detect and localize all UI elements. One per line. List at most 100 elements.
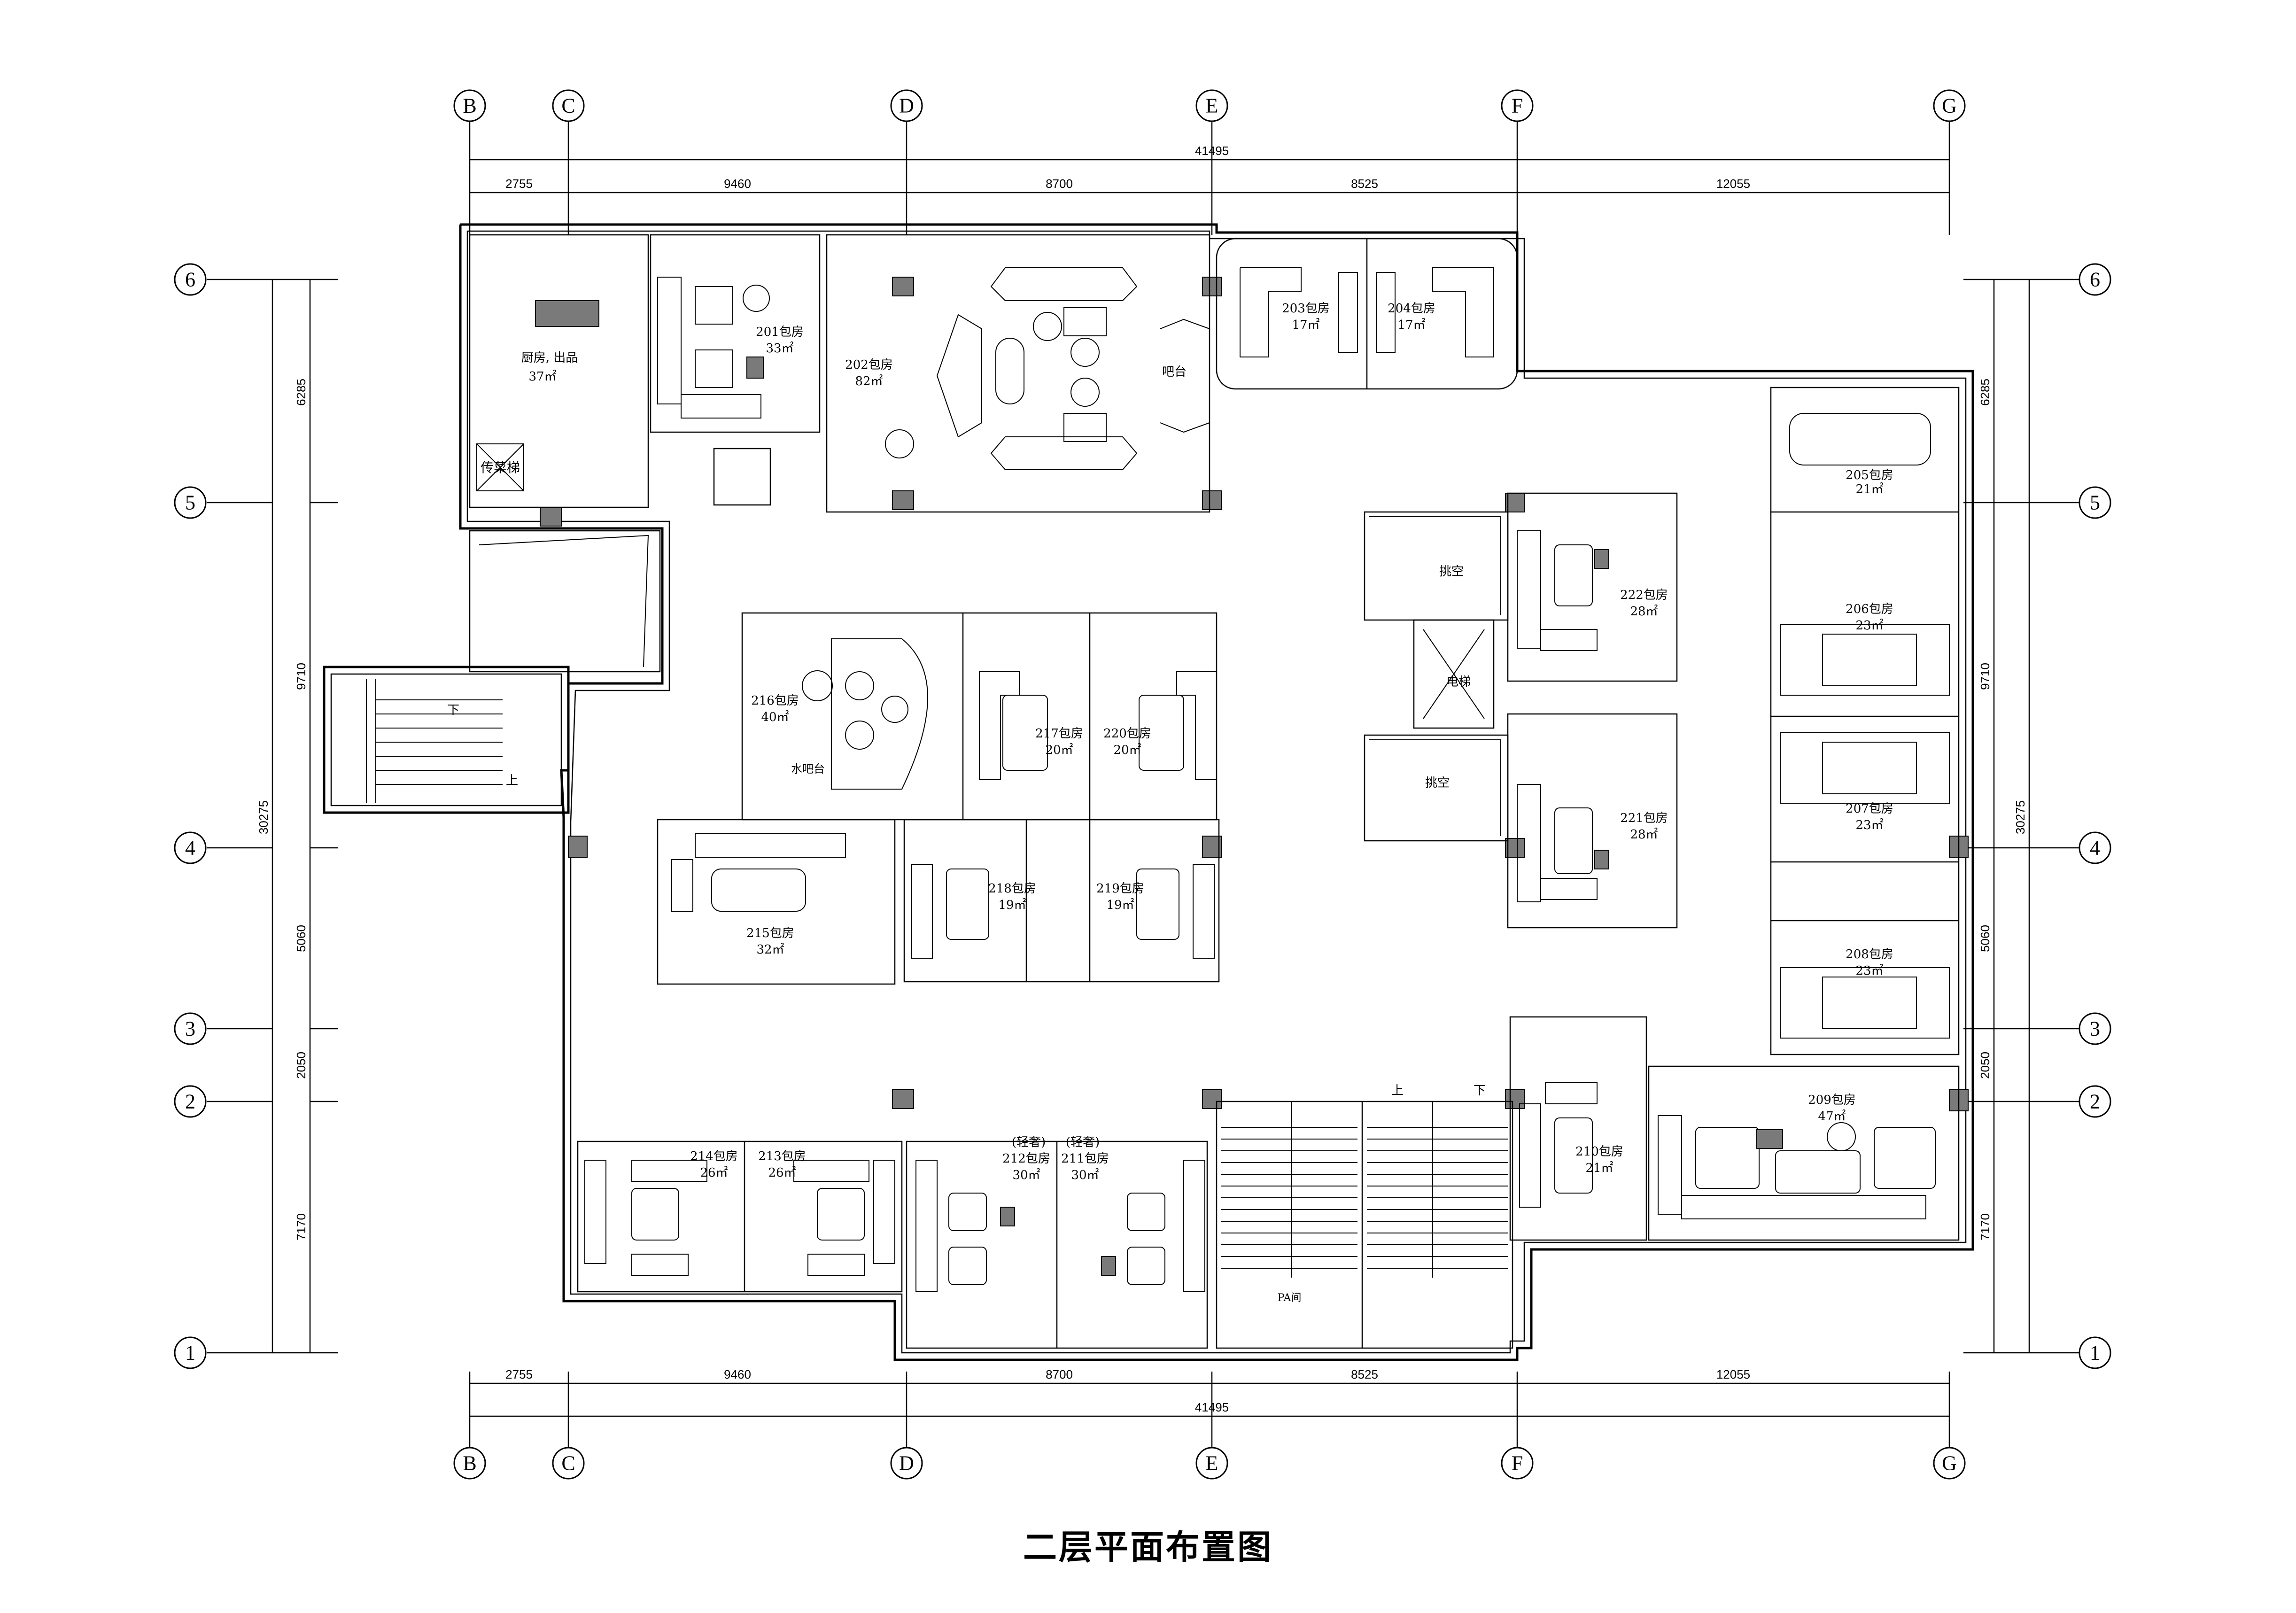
svg-text:9710: 9710 [1978,663,1992,690]
svg-text:6: 6 [2090,268,2100,291]
room-202-name: 202包房 [845,358,893,372]
axis-bubble-top-4: F [1501,89,1534,122]
room-211-area: 30㎡ [1071,1168,1099,1182]
room-201-area: 33㎡ [766,341,793,356]
room-222-area: 28㎡ [1630,605,1658,619]
dimensions-top: 41495 2755 9460 8700 8525 12055 [470,144,1949,194]
svg-text:5060: 5060 [1978,925,1992,952]
room-216-name: 216包房 [751,694,799,708]
stair-label-down-center: 下 [1474,1084,1486,1098]
svg-text:2: 2 [185,1090,195,1113]
svg-text:5: 5 [2090,491,2100,514]
room-202: 202包房 82㎡ 吧台 [826,234,1210,513]
dumbwaiter-label: 传菜梯 [481,460,520,475]
room-210-area: 21㎡ [1585,1161,1613,1175]
svg-text:6285: 6285 [294,379,308,406]
axis-bubble-top-3: E [1195,89,1228,122]
rooms-203-204: 203包房 17㎡ 204包房 17㎡ [1216,238,1518,390]
exterior-walls: 下 上 [323,223,1974,1361]
room-kitchen-area: 37㎡ [528,370,556,384]
void-label-bottom: 挑空 [1425,776,1450,790]
rooms-211-214: 214包房 26㎡ 213包房 26㎡ (轻奢) 212包房 30㎡ (轻奢) … [577,1135,1208,1349]
axis-bubble-right-0: 6 [2079,263,2111,296]
axis-bubble-top-5: G [1933,89,1966,122]
room-208-name: 208包房 [1846,947,1893,962]
dim-top-total: 41495 [1195,144,1229,158]
svg-text:D: D [899,94,914,117]
dimensions-right: 6285 9710 5060 2050 7170 30275 [1963,279,2104,1354]
axis-bubble-right-1: 5 [2079,486,2111,519]
svg-text:C: C [561,94,575,117]
room-209: 209包房 47㎡ [1648,1065,1960,1241]
pa-room-label: PA间 [1278,1292,1302,1304]
room-203-name: 203包房 [1282,302,1330,316]
room-216-area: 40㎡ [761,710,789,724]
axis-bubble-bottom-4: F [1501,1447,1534,1480]
room-221-name: 221包房 [1620,811,1668,825]
svg-text:G: G [1942,94,1957,117]
axis-bubble-left-3: 3 [174,1012,207,1045]
room-222-name: 222包房 [1620,588,1668,602]
room-201: 201包房 33㎡ [650,234,821,506]
svg-text:6285: 6285 [1978,379,1992,406]
room-208-area: 23㎡ [1855,964,1883,978]
axis-bubble-bottom-5: G [1933,1447,1966,1480]
axis-bubble-left-4: 2 [174,1085,207,1118]
room-219-name: 219包房 [1096,882,1144,896]
room-214-name: 214包房 [690,1149,738,1163]
room-213-name: 213包房 [758,1149,806,1163]
room-212-name: 212包房 [1002,1152,1050,1166]
svg-text:30275: 30275 [256,800,271,834]
axis-bubbles-bottom: B C D E F G [453,1447,1966,1480]
svg-text:1: 1 [2090,1342,2100,1365]
room-219-area: 19㎡ [1106,898,1134,912]
stair-label-up-center: 上 [1391,1084,1404,1098]
room-213-area: 26㎡ [768,1166,796,1180]
dim-top-1: 9460 [724,177,751,191]
axis-bubble-bottom-3: E [1195,1447,1228,1480]
dim-bottom-1: 9460 [724,1367,751,1381]
room-215-name: 215包房 [746,926,794,940]
axis-bubble-top-1: C [552,89,585,122]
bar-label: 吧台 [1162,365,1187,379]
room-218-name: 218包房 [988,882,1036,896]
room-206-area: 23㎡ [1855,619,1883,633]
svg-text:C: C [561,1452,575,1475]
svg-text:F: F [1512,1452,1523,1475]
room-220-name: 220包房 [1103,727,1151,741]
water-bar-label: 水吧台 [791,762,825,775]
axis-bubble-right-2: 4 [2079,831,2111,864]
svg-text:3: 3 [2090,1017,2100,1040]
tag-212: (轻奢) [1012,1135,1046,1149]
dim-top-2: 8700 [1046,177,1073,191]
svg-text:F: F [1512,94,1523,117]
dim-bottom-3: 8525 [1351,1367,1378,1381]
rooms-215-218-219: 215包房 32㎡ 218包房 19㎡ 219包房 19㎡ [657,819,1220,985]
svg-text:4: 4 [2090,837,2100,860]
dim-bottom-4: 12055 [1716,1367,1750,1381]
dim-bottom-2: 8700 [1046,1367,1073,1381]
svg-text:B: B [463,1452,476,1475]
void-and-elevator: 挑空 挑空 电梯 [1364,511,1509,842]
room-209-name: 209包房 [1808,1093,1856,1107]
room-221-area: 28㎡ [1630,828,1658,842]
svg-text:E: E [1206,94,1218,117]
rooms-221-222: 222包房 28㎡ 221包房 28㎡ [1507,492,1678,929]
room-217-name: 217包房 [1035,727,1083,741]
svg-text:7170: 7170 [294,1213,308,1241]
svg-text:2050: 2050 [1978,1052,1992,1079]
structural-columns [540,277,1969,1111]
axis-bubbles-right: 6 5 4 3 2 1 [2079,263,2111,1369]
axis-bubble-bottom-2: D [890,1447,923,1480]
svg-text:4: 4 [185,837,195,860]
room-210-name: 210包房 [1575,1145,1623,1159]
axis-bubble-bottom-0: B [453,1447,486,1480]
axis-bubble-top-2: D [890,89,923,122]
room-207-name: 207包房 [1846,802,1893,816]
dim-top-4: 12055 [1716,177,1750,191]
room-212-area: 30㎡ [1012,1168,1040,1182]
svg-text:B: B [463,94,476,117]
room-217-area: 20㎡ [1045,743,1073,757]
svg-text:E: E [1206,1452,1218,1475]
